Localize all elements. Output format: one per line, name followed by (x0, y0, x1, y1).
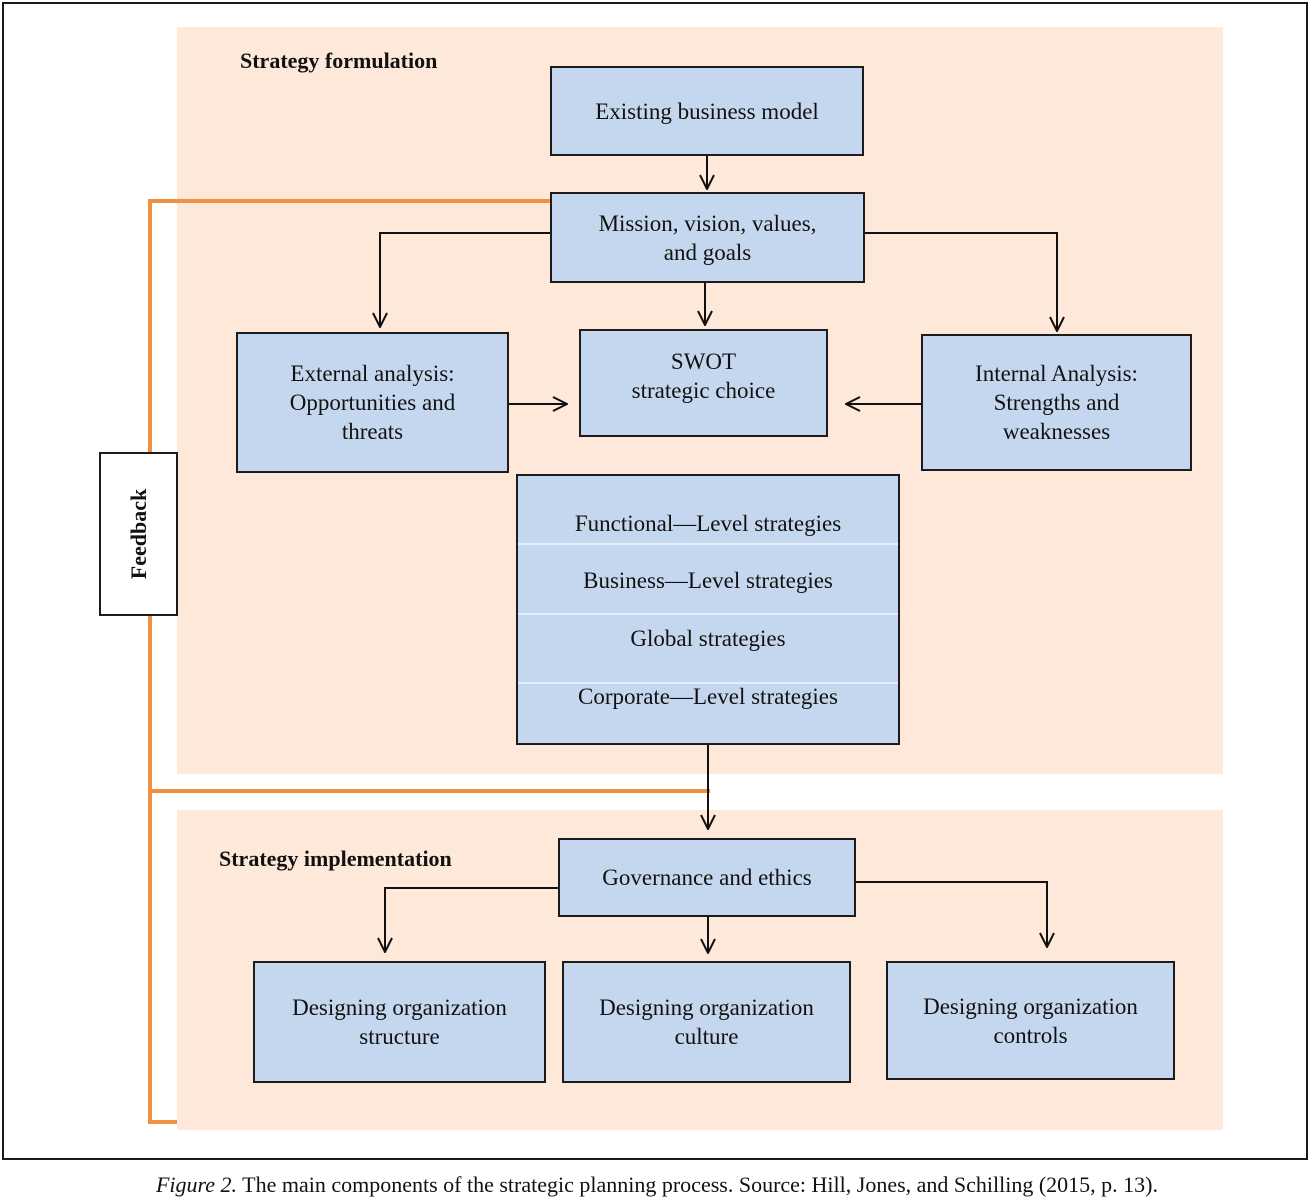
mission-vision-values-goals-box: Mission, vision, values, and goals (550, 192, 865, 283)
swot-box: SWOT strategic choice (579, 329, 828, 437)
global-strategies: Global strategies (630, 626, 786, 651)
feedback-label: Feedback (125, 488, 151, 580)
existing-business-model-box: Existing business model (550, 66, 864, 156)
functional-level-strategies: Functional—Level strategies (574, 511, 842, 536)
strategy-implementation-title: Strategy implementation (219, 846, 452, 871)
governance-ethics-box: Governance and ethics (558, 838, 856, 917)
feedback-box: Feedback (99, 452, 178, 616)
strategy-separator (518, 543, 898, 545)
caption-figure-number: Figure 2. (155, 1172, 238, 1197)
strategy-separator (518, 613, 898, 615)
figure-frame (2, 2, 1308, 1160)
org-controls-box: Designing organization controls (886, 961, 1175, 1080)
feedback-loop-line (148, 199, 710, 1124)
org-structure-box: Designing organization structure (253, 961, 546, 1083)
strategy-formulation-title: Strategy formulation (240, 48, 438, 73)
external-analysis-box: External analysis: Opportunities and thr… (236, 332, 509, 473)
org-culture-box: Designing organization culture (562, 961, 851, 1083)
figure-caption: Figure 2. The main components of the str… (0, 1172, 1314, 1198)
arrows (380, 155, 1057, 953)
business-level-strategies: Business—Level strategies (583, 568, 833, 593)
caption-text: The main components of the strategic pla… (237, 1172, 1159, 1197)
strategy-levels-box: Functional—Level strategies Business—Lev… (516, 474, 900, 745)
internal-analysis-box: Internal Analysis: Strengths and weaknes… (921, 334, 1192, 471)
strategy-separator (518, 682, 898, 684)
corporate-level-strategies: Corporate—Level strategies (578, 684, 838, 709)
